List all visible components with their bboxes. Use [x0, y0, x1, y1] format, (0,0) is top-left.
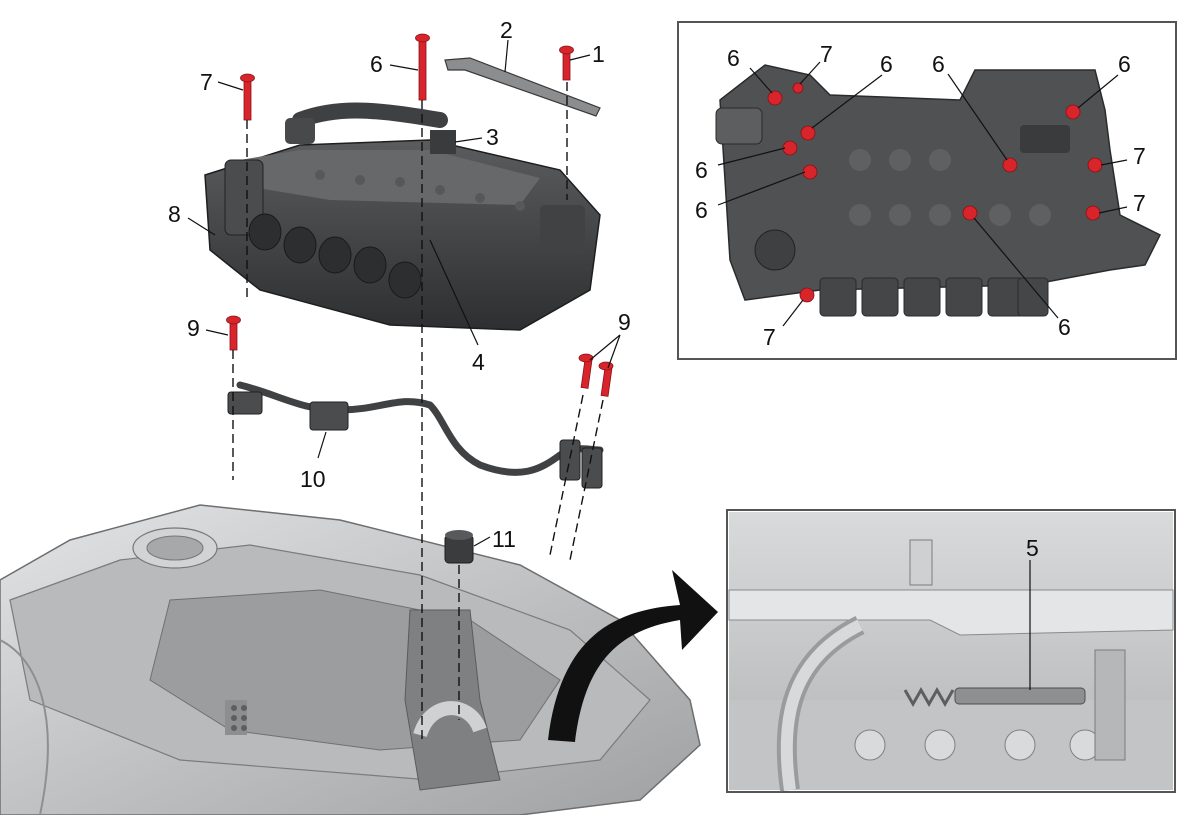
callout-9-right: 9: [618, 309, 631, 335]
bolt-part-9-left: [226, 315, 241, 351]
inset-callout-7: 7: [763, 324, 776, 350]
wire-harness-part-10: [227, 381, 604, 489]
inset-callout-6: 6: [727, 45, 740, 71]
inset-callout-6: 6: [1118, 51, 1131, 77]
inset-bottom-callouts: 5: [1026, 535, 1039, 561]
inset-callout-6: 6: [932, 51, 945, 77]
assembly-lines: [232, 82, 604, 740]
inset-callout-7: 7: [1133, 190, 1146, 216]
callout-10: 10: [300, 466, 326, 492]
bolt-part-9-right-a: [578, 353, 594, 389]
callout-6: 6: [370, 51, 383, 77]
bolt-part-6: [415, 33, 430, 101]
detail-arrow: [548, 570, 718, 742]
callout-4: 4: [472, 349, 485, 375]
leader-lines: [187, 39, 621, 547]
transmission-case: [0, 504, 701, 815]
inset-callout-5: 5: [1026, 535, 1039, 561]
grommet-part-11: [444, 530, 474, 564]
inset-callout-6: 6: [880, 51, 893, 77]
callout-1: 1: [592, 41, 605, 67]
bolt-part-7: [240, 73, 255, 121]
inset-callout-7: 7: [1133, 143, 1146, 169]
inset-callout-7: 7: [820, 41, 833, 67]
inset-bolt-locations: [677, 21, 1177, 360]
inset-callout-6: 6: [695, 157, 708, 183]
callout-8: 8: [168, 201, 181, 227]
callout-9-left: 9: [187, 315, 200, 341]
callout-11: 11: [492, 526, 516, 552]
main-callouts: 1 2 3 4 6 7 8 9 9 10 11: [168, 17, 631, 552]
inset-callout-6: 6: [1058, 314, 1071, 340]
inset-callout-6: 6: [695, 197, 708, 223]
callout-7: 7: [200, 69, 213, 95]
bolt-part-1: [559, 45, 574, 81]
bolt-part-9-right-b: [598, 361, 614, 397]
plate-part-2: [444, 57, 601, 117]
valve-body: [204, 102, 601, 331]
callout-2: 2: [500, 17, 513, 43]
callout-3: 3: [486, 124, 499, 150]
inset-top-callouts: 6 7 6 6 6 6 6 7 7 6 7: [695, 41, 1146, 350]
inset-detail-part-5: [726, 509, 1176, 793]
